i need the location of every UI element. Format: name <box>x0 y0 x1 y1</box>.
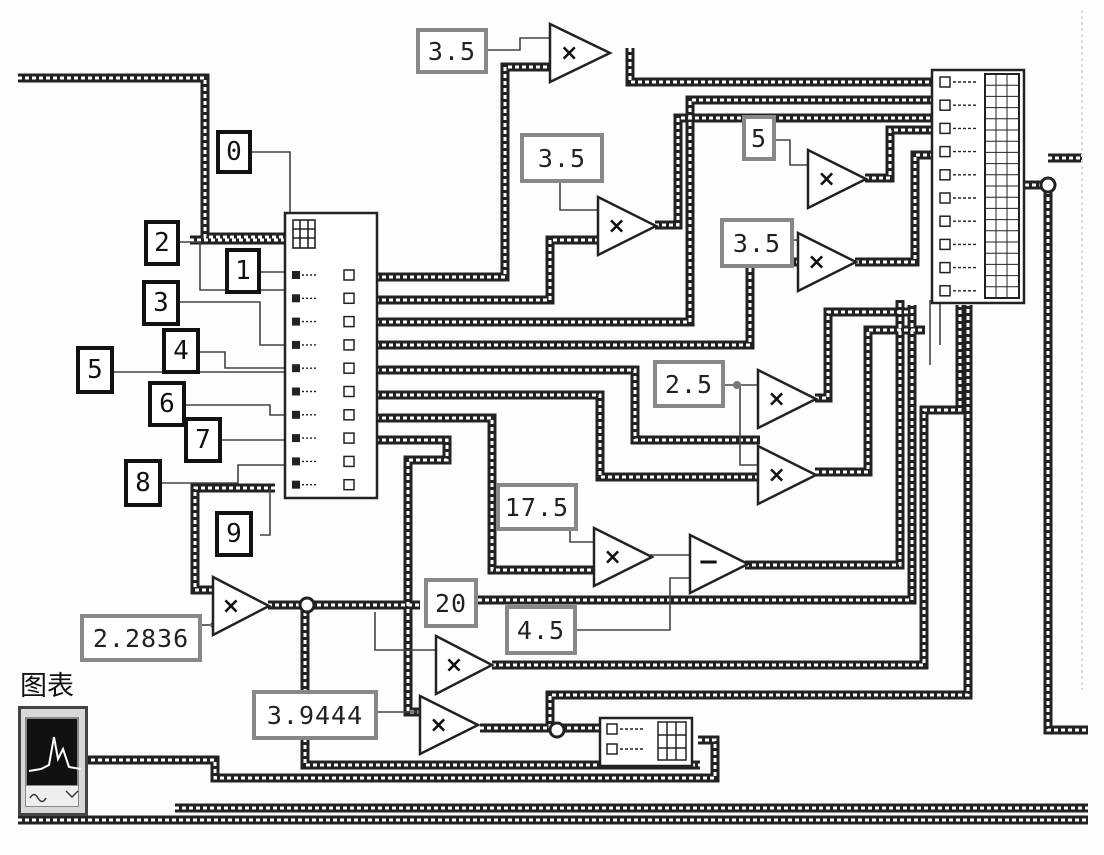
multiply-node[interactable]: × <box>756 367 819 431</box>
multiply-symbol: × <box>767 387 785 412</box>
multiply-symbol: × <box>817 167 835 192</box>
index-terminal-row[interactable] <box>292 409 355 421</box>
index-array-node[interactable] <box>283 211 379 500</box>
multiply-symbol: × <box>222 594 240 619</box>
chart-screen <box>25 717 82 791</box>
build-input-terminal[interactable] <box>939 99 978 111</box>
build-array-node-main[interactable] <box>930 68 1026 305</box>
index-constant-3[interactable]: 3 <box>142 280 180 326</box>
index-terminal-row[interactable] <box>292 269 355 281</box>
numeric-constant-4-5[interactable]: 4.5 <box>505 605 577 655</box>
chart-footer-icon <box>29 790 79 803</box>
build-array-inputs <box>939 76 978 297</box>
build-input-terminal[interactable] <box>939 145 978 158</box>
index-constant-1[interactable]: 1 <box>225 248 261 294</box>
numeric-constant-20[interactable]: 20 <box>424 578 478 628</box>
build-input-terminal[interactable] <box>939 169 978 181</box>
numeric-constant-2-2836[interactable]: 2.2836 <box>80 614 202 662</box>
chart-footer <box>25 785 79 807</box>
numeric-constant-3-5-mid[interactable]: 3.5 <box>520 133 604 183</box>
multiply-node[interactable]: × <box>756 443 819 507</box>
multiply-symbol: × <box>560 41 578 66</box>
numeric-constant-5[interactable]: 5 <box>742 115 776 161</box>
chart-label: 图表 <box>20 671 74 702</box>
waveform-trace-icon <box>28 736 82 772</box>
multiply-symbol: × <box>429 713 447 738</box>
multiply-symbol: × <box>603 545 621 570</box>
multiply-symbol: × <box>807 250 825 275</box>
multiply-symbol: × <box>445 653 463 678</box>
operators: × × × × × × × − × × × <box>211 22 869 757</box>
index-terminal-row[interactable] <box>292 292 355 305</box>
index-terminal-row[interactable] <box>292 432 355 444</box>
index-terminal-row[interactable] <box>292 362 355 374</box>
multiply-node[interactable]: × <box>548 22 613 84</box>
index-constant-4[interactable]: 4 <box>162 328 200 374</box>
index-constant-5[interactable]: 5 <box>76 346 114 394</box>
numeric-constant-2-5[interactable]: 2.5 <box>653 360 725 408</box>
multiply-node[interactable]: × <box>592 525 655 589</box>
array-grid-icon <box>292 219 316 249</box>
multiply-node[interactable]: × <box>806 147 869 211</box>
array-output-icon <box>984 73 1020 299</box>
index-rows <box>292 269 355 491</box>
minus-symbol: − <box>698 547 720 577</box>
index-terminal-row[interactable] <box>292 339 355 351</box>
build-input-terminal[interactable] <box>939 76 978 88</box>
index-constant-2[interactable]: 2 <box>144 220 180 266</box>
index-constant-9[interactable]: 9 <box>215 511 253 557</box>
build-input-terminal[interactable] <box>939 261 978 274</box>
multiply-node[interactable]: × <box>434 633 495 697</box>
multiply-node[interactable]: × <box>418 693 481 757</box>
index-terminal-row[interactable] <box>292 385 355 398</box>
numeric-constant-17-5[interactable]: 17.5 <box>496 483 578 531</box>
numeric-constant-3-5-right[interactable]: 3.5 <box>720 218 794 268</box>
scalar-wires[interactable] <box>113 37 941 713</box>
build-input-terminal[interactable] <box>939 122 978 135</box>
array-wires[interactable] <box>18 48 1088 825</box>
build-array-node-small[interactable] <box>598 716 694 768</box>
subtract-node[interactable]: − <box>688 532 751 596</box>
numeric-constant-3-9444[interactable]: 3.9444 <box>252 690 378 740</box>
index-terminal-row[interactable] <box>292 478 355 491</box>
multiply-symbol: × <box>767 463 785 488</box>
multiply-node[interactable]: × <box>796 230 859 294</box>
build-input-terminal[interactable] <box>939 192 978 204</box>
build-input-terminal[interactable] <box>939 238 978 251</box>
index-constant-7[interactable]: 7 <box>184 417 222 463</box>
multiply-node[interactable]: × <box>596 194 659 258</box>
multiply-symbol: × <box>607 214 625 239</box>
index-constant-6[interactable]: 6 <box>148 381 186 427</box>
build-input-terminal[interactable] <box>939 215 978 227</box>
numeric-constant-3-5-top[interactable]: 3.5 <box>416 28 488 74</box>
index-terminal-row[interactable] <box>292 315 355 328</box>
index-terminal-row[interactable] <box>292 455 355 468</box>
multiply-node[interactable]: × <box>211 574 272 638</box>
build-input-terminal[interactable] <box>939 285 978 297</box>
index-constant-8[interactable]: 8 <box>124 459 162 507</box>
index-constant-0[interactable]: 0 <box>216 130 252 174</box>
waveform-chart-icon[interactable] <box>18 706 88 816</box>
